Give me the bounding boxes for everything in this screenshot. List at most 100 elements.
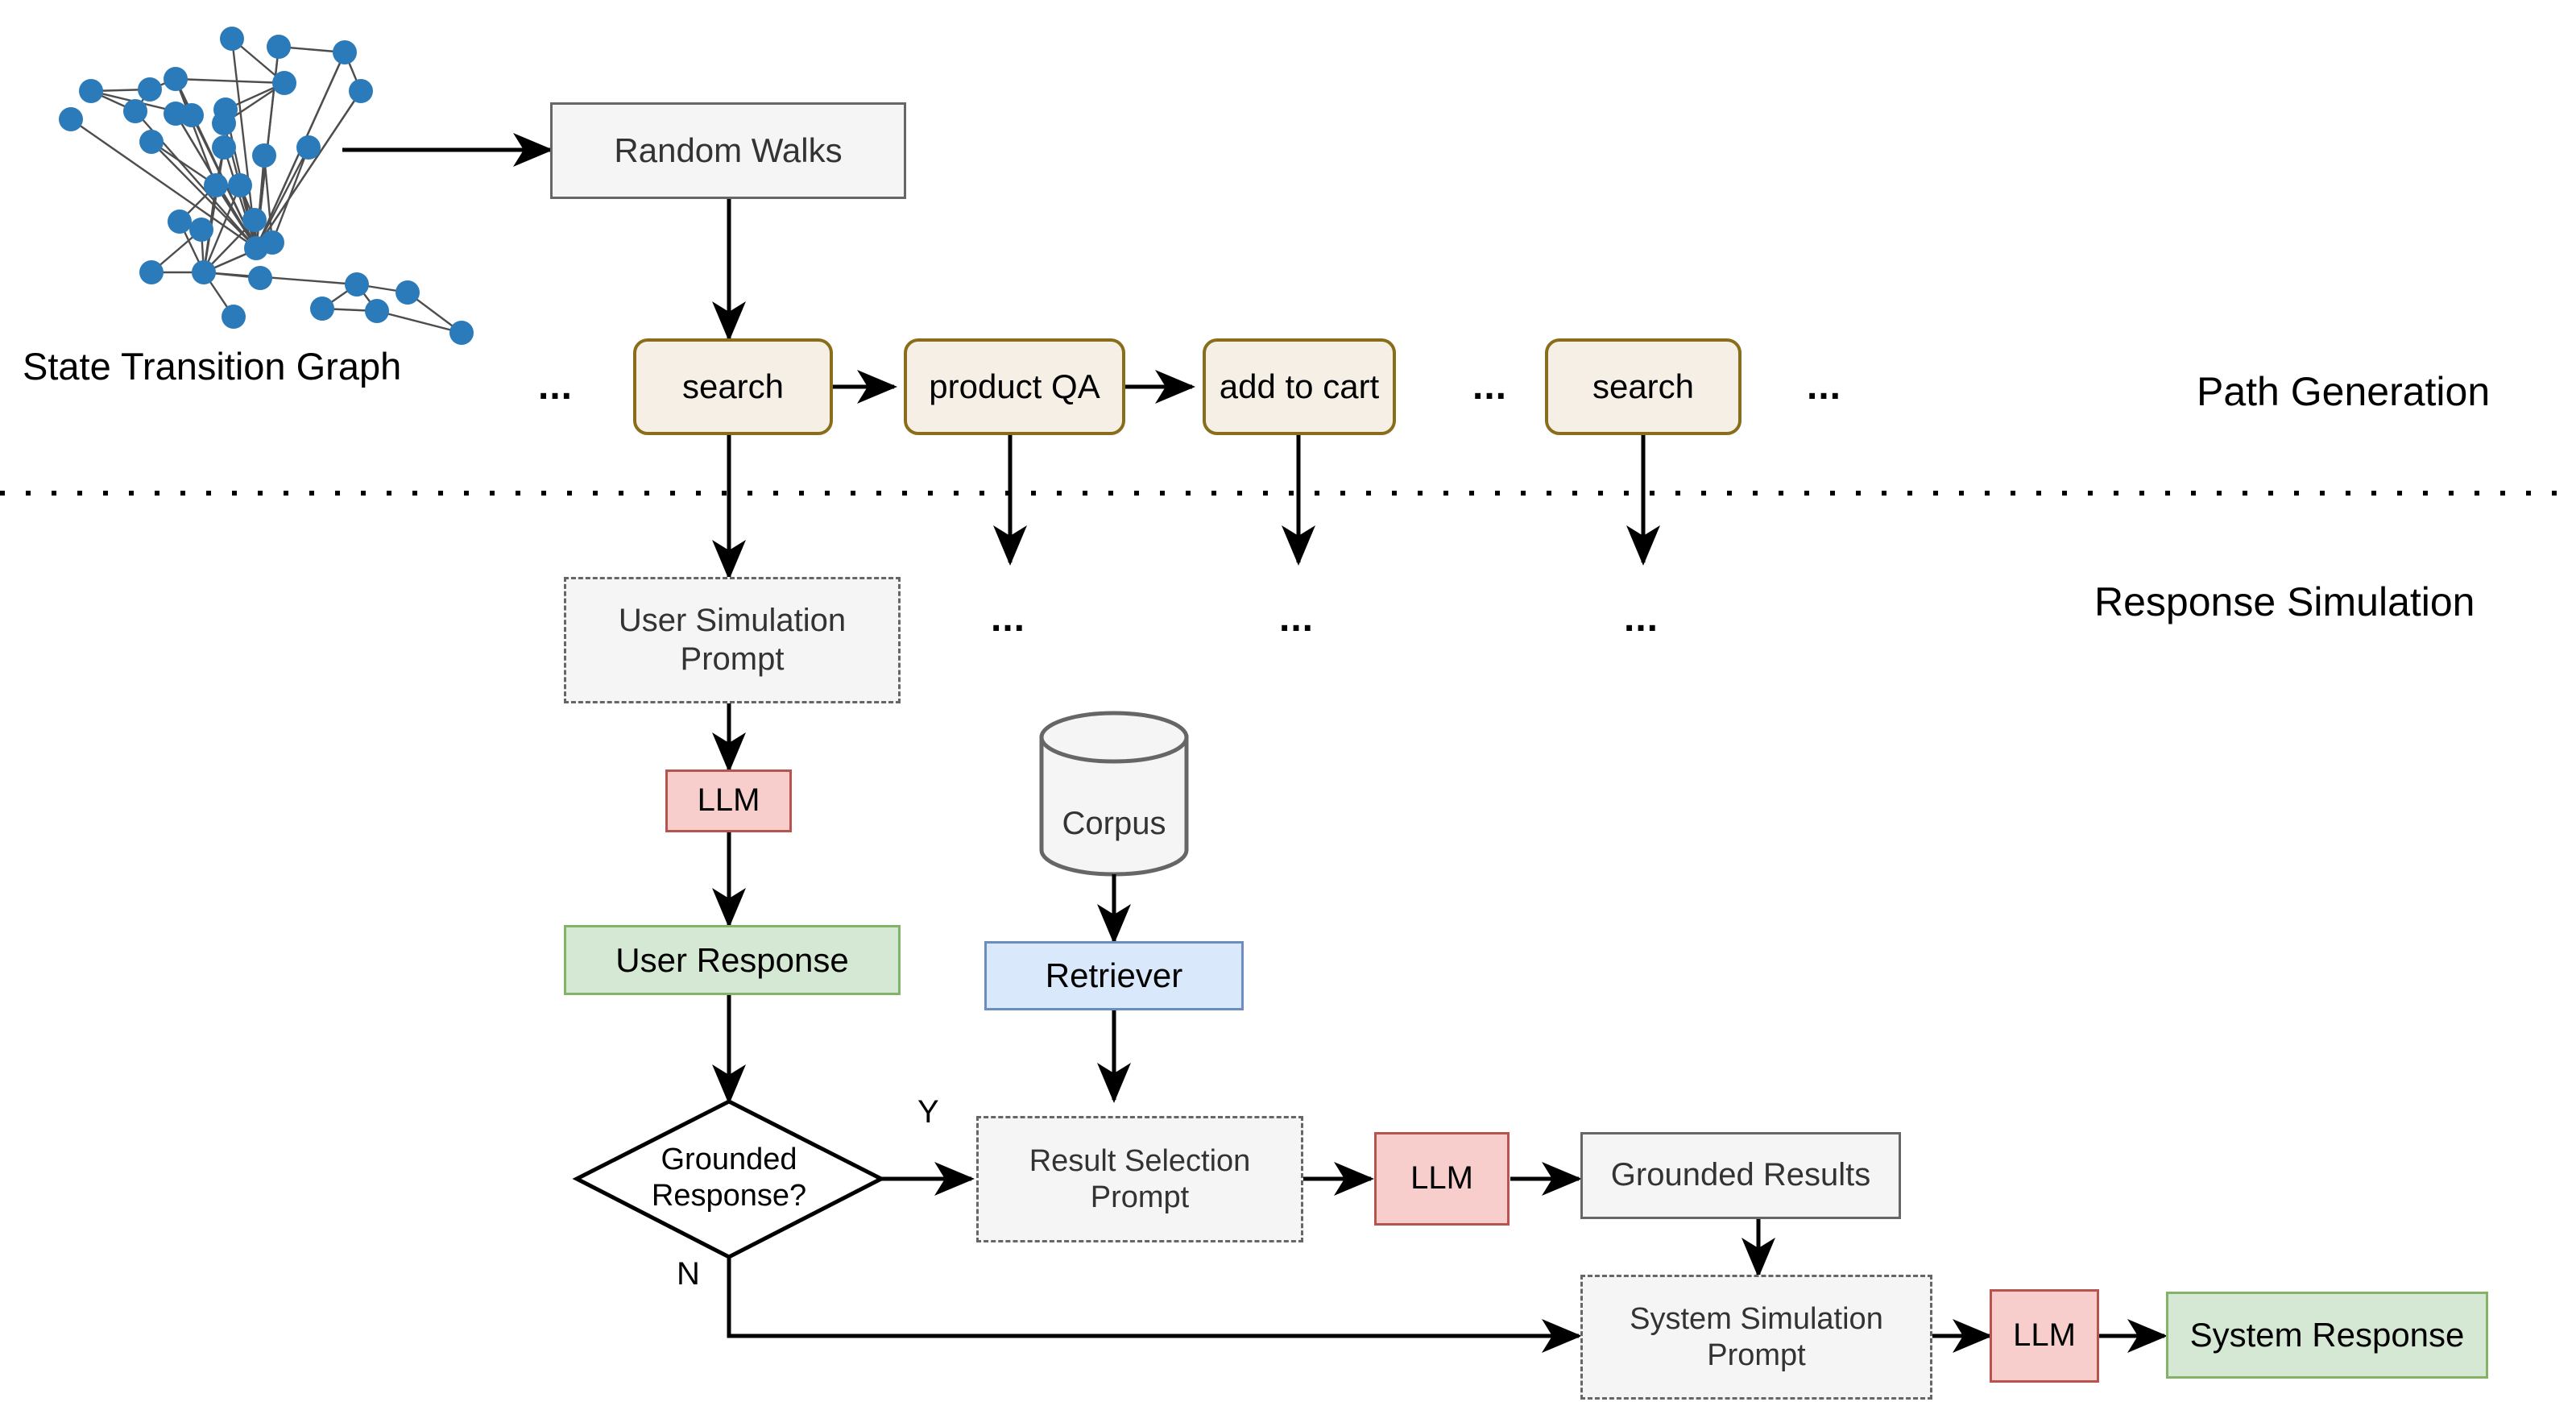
result-selection-prompt-box[interactable]: Result Selection Prompt [976,1116,1303,1242]
graph-node [222,305,246,329]
graph-edge [174,113,258,249]
graph-edge [202,147,226,273]
graph-edge [255,155,266,249]
graph-node [310,297,334,321]
graph-node [192,260,216,284]
graph-edge [202,185,217,273]
graph-node [242,208,267,232]
graph-edge [214,185,258,249]
edge-label-yes: Y [917,1094,939,1130]
user-response-box[interactable]: User Response [564,925,901,995]
system-simulation-prompt-box[interactable]: System Simulation Prompt [1580,1275,1932,1400]
graph-node [164,102,188,126]
graph-node [164,67,188,91]
graph-edge [255,90,362,249]
graph-node [228,173,252,197]
graph-node [168,209,192,234]
graph-edge [203,271,261,280]
state-transition-graph-caption: State Transition Graph [23,345,402,388]
graph-edge [255,46,280,249]
graph-edge [224,109,258,249]
graph-edge [222,147,258,249]
graph-edge [263,155,274,243]
graph-node [396,280,420,305]
graph-edge [90,89,193,117]
path-node-search-2[interactable]: search [1545,338,1741,435]
path-node-product-qa[interactable]: product QA [904,338,1125,435]
graph-node [59,107,83,131]
graph-edge [151,229,202,273]
graph-edge [151,141,257,249]
path-mid-ellipsis: ... [1472,365,1508,408]
graph-edge [356,284,378,312]
graph-edge [255,52,346,249]
graph-edge [70,118,257,249]
graph-edge [230,38,258,249]
graph-edge [175,77,285,85]
user-simulation-prompt-box[interactable]: User Simulation Prompt [564,577,901,703]
graph-edge [135,89,151,112]
graph-edge [253,219,258,249]
path-node-add-to-cart[interactable]: add to cart [1203,338,1396,435]
graph-node [213,97,238,122]
graph-node [333,40,357,64]
graph-node [220,27,244,51]
graph-edge [271,147,310,243]
graph-edge [231,38,285,84]
graph-edge [174,113,258,249]
graph-edge [90,88,151,93]
graph-edge [376,309,462,334]
graph-node [252,143,276,168]
graph-node [180,103,204,127]
graph-edge [321,307,378,313]
graph-edge [202,185,242,273]
grounded-results-box[interactable]: Grounded Results [1580,1132,1901,1219]
path-node-search-1[interactable]: search [633,338,833,435]
llm-result-box[interactable]: LLM [1374,1132,1510,1226]
graph-edge [223,82,285,124]
graph-edge [203,219,255,273]
graph-node [449,321,474,345]
path-leading-ellipsis: ... [538,365,574,408]
llm-system-box[interactable]: LLM [1990,1289,2099,1383]
graph-edge [203,271,358,286]
graph-edge [225,81,285,111]
graph-node [204,173,228,197]
graph-edge [178,221,205,273]
graph-edge [203,241,273,274]
graph-node [212,135,236,160]
sub-ellipsis-add-to-cart: ... [1279,597,1315,640]
graph-node [267,35,291,59]
graph-node [123,99,147,123]
graph-edge [203,272,234,317]
graph-edge [179,220,202,231]
graph-node [349,79,373,103]
graph-node [139,130,164,154]
graph-node [296,135,321,160]
sub-ellipsis-search2: ... [1624,597,1659,640]
graph-edge [214,147,226,186]
retriever-box[interactable]: Retriever [984,941,1244,1010]
random-walks-box[interactable]: Random Walks [550,102,906,199]
graph-edge [255,46,280,249]
edge-label-no: N [677,1256,700,1292]
corpus-label: Corpus [1062,806,1166,841]
graph-node [260,230,284,255]
graph-edge [255,52,346,249]
graph-edge [174,78,193,116]
graph-node [248,266,272,290]
graph-node [345,272,369,297]
graph-edge [151,141,217,186]
grounded-response-decision-label: Grounded Response? [651,1143,807,1213]
graph-edge [407,292,462,334]
graph-edge [278,45,346,54]
graph-edge [238,185,256,221]
graph-node [244,236,268,260]
system-response-box[interactable]: System Response [2166,1292,2488,1379]
graph-edge [343,52,362,92]
graph-node [272,71,296,95]
graph-node [139,260,164,284]
llm-user-box[interactable]: LLM [665,769,792,832]
graph-edge [255,147,310,249]
